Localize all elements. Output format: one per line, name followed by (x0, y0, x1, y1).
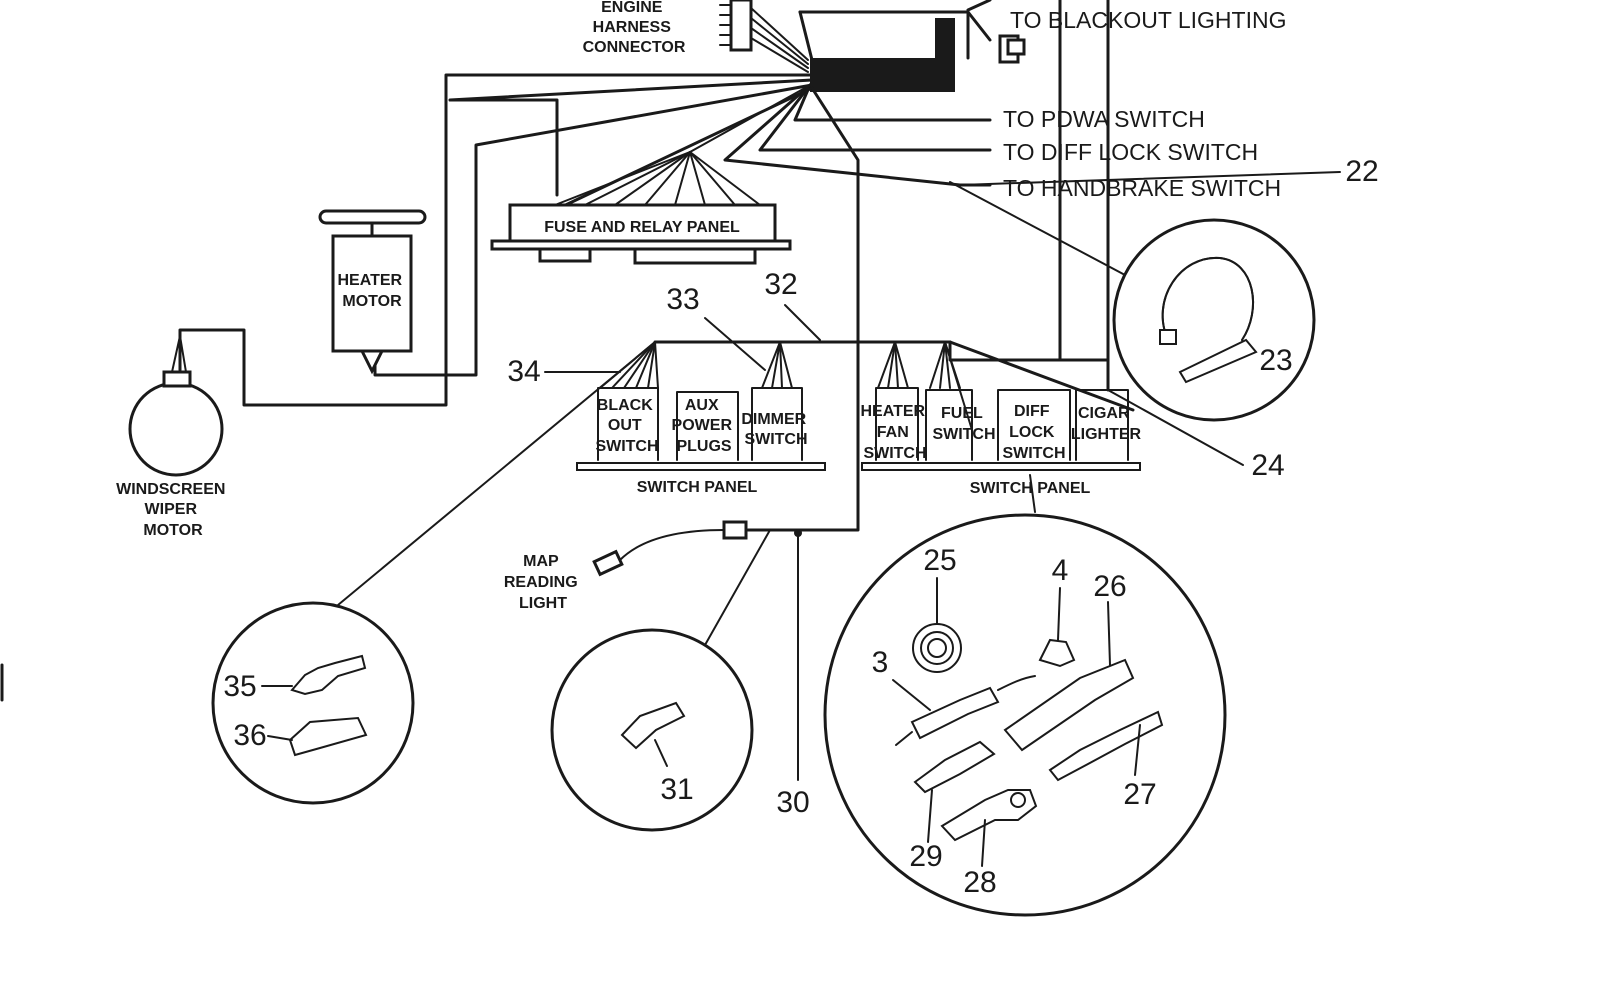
right-branch-wires (723, 0, 1341, 392)
callout-24: 24 (1251, 449, 1284, 482)
cigar-lighter-label: CIGAR LIGHTER (1071, 405, 1142, 443)
fuse-fanout-wires (554, 87, 806, 206)
to-diff-lock-switch-label: TO DIFF LOCK SWITCH (1003, 139, 1258, 165)
switch-panel-right-label: SWITCH PANEL (970, 480, 1091, 497)
detail-circle-31 (550, 628, 754, 832)
map-reading-light (592, 520, 748, 577)
callout-4: 4 (1052, 554, 1069, 587)
fuse-and-relay-panel (490, 203, 792, 265)
callout-36: 36 (233, 719, 266, 752)
callout-29: 29 (909, 840, 942, 873)
to-pdwa-switch-label: TO PDWA SWITCH (1003, 106, 1205, 132)
callout-34: 34 (507, 355, 540, 388)
callout-33: 33 (666, 283, 699, 316)
detail-circle-25-29 (823, 513, 1227, 917)
callout-26: 26 (1093, 570, 1126, 603)
dimmer-switch-label: DIMMER SWITCH (741, 411, 810, 448)
fuse-and-relay-panel-label: FUSE AND RELAY PANEL (544, 219, 740, 236)
detail-circle-23 (1112, 218, 1316, 422)
callout-35: 35 (223, 670, 256, 703)
callout-30: 30 (776, 786, 809, 819)
callout-22: 22 (1345, 155, 1378, 188)
callout-28: 28 (963, 866, 996, 899)
heater-motor (318, 209, 427, 375)
switch-panel-left-label: SWITCH PANEL (637, 479, 758, 496)
blackout-plug (998, 34, 1026, 64)
to-handbrake-switch-label: TO HANDBRAKE SWITCH (1003, 175, 1281, 201)
engine-harness-connector (719, 0, 809, 73)
callout-27: 27 (1123, 778, 1156, 811)
map-reading-light-label: MAP READING LIGHT (504, 553, 582, 612)
diff-lock-switch-label: DIFF LOCK SWITCH (1002, 403, 1065, 462)
to-blackout-lighting-label: TO BLACKOUT LIGHTING (1010, 7, 1286, 33)
windscreen-wiper-motor (128, 335, 224, 477)
blackout-switch-label: BLACK OUT SWITCH (595, 397, 658, 455)
callout-32: 32 (764, 268, 797, 301)
switch-bus-wires (653, 86, 1244, 532)
aux-power-plugs-label: AUX POWER PLUGS (672, 397, 737, 455)
callout-23: 23 (1259, 344, 1292, 377)
right-switch-panel (861, 341, 1141, 471)
engine-harness-connector-label: ENGINE HARNESS CONNECTOR (583, 0, 686, 56)
callout-25: 25 (923, 544, 956, 577)
left-switch-panel (576, 341, 826, 471)
detail-leaders (337, 341, 802, 781)
windscreen-wiper-motor-label: WINDSCREEN WIPER MOTOR (116, 481, 230, 539)
heater-fan-switch-label: HEATER FAN SWITCH (860, 403, 929, 462)
harness-junction (798, 0, 992, 92)
bus-callout-leaders (544, 304, 1036, 513)
callout-31: 31 (660, 773, 693, 806)
fuel-switch-label: FUEL SWITCH (932, 405, 995, 443)
heater-motor-label: HEATER MOTOR (337, 272, 406, 310)
detail-circle-35-36 (211, 601, 415, 805)
callout-3: 3 (872, 646, 889, 679)
